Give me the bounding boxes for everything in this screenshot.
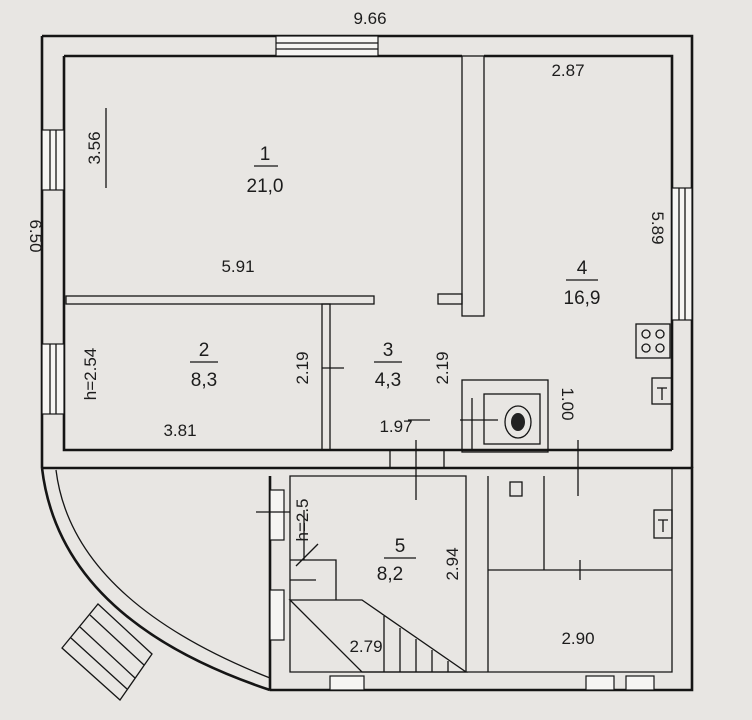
porch-curve-inner (55, 469, 271, 679)
porch-steps (61, 603, 153, 701)
room-3-area: 4,3 (375, 370, 401, 391)
stove (460, 379, 549, 453)
right-bottom-label: 2.90 (561, 629, 594, 648)
sink-icon (651, 377, 673, 405)
room4-top-label: 2.87 (551, 61, 584, 80)
porch-curve (40, 467, 271, 692)
stairs (256, 510, 469, 673)
annex-sink-icon (653, 509, 673, 539)
room-5-label: 5 8,2 (377, 536, 416, 585)
room3-bottom-label: 1.97 (379, 417, 412, 436)
room-3-label: 3 4,3 (374, 340, 402, 391)
room2-height-label: h=2.54 (81, 348, 100, 400)
room-4-label: 4 16,9 (564, 258, 601, 309)
fixture-box (509, 481, 523, 497)
dimension-ticks (408, 419, 581, 580)
room2-width-label: 3.81 (163, 421, 196, 440)
overall-height-label: 6.50 (26, 219, 45, 252)
interior-walls (65, 55, 485, 468)
room3-right-label: 2.19 (433, 351, 452, 384)
windows (41, 35, 693, 691)
room-2-area: 8,3 (191, 370, 217, 391)
room-5-area: 8,2 (377, 564, 403, 585)
cooktop-icon (635, 323, 671, 359)
stove-label: 1.00 (558, 387, 577, 420)
overall-width-label: 9.66 (353, 9, 386, 28)
room3-left-label: 2.19 (293, 351, 312, 384)
room5-bottom-label: 2.79 (349, 637, 382, 656)
room-2-label: 2 8,3 (190, 340, 218, 391)
room1-height-label: 3.56 (85, 131, 104, 164)
room-5-number: 5 (395, 536, 406, 557)
room-1-label: 1 21,0 (247, 144, 284, 197)
room-3-number: 3 (383, 340, 394, 361)
room-2-number: 2 (199, 340, 210, 361)
room1-width-label: 5.91 (221, 257, 254, 276)
room-1-area: 21,0 (247, 176, 284, 197)
room-1-number: 1 (260, 144, 271, 165)
room-4-area: 16,9 (564, 288, 601, 309)
room4-side-label: 5.89 (648, 211, 667, 244)
room-4-number: 4 (577, 258, 588, 279)
room5-height-label: h=2.5 (293, 498, 312, 541)
room5-side-label: 2.94 (443, 547, 462, 580)
